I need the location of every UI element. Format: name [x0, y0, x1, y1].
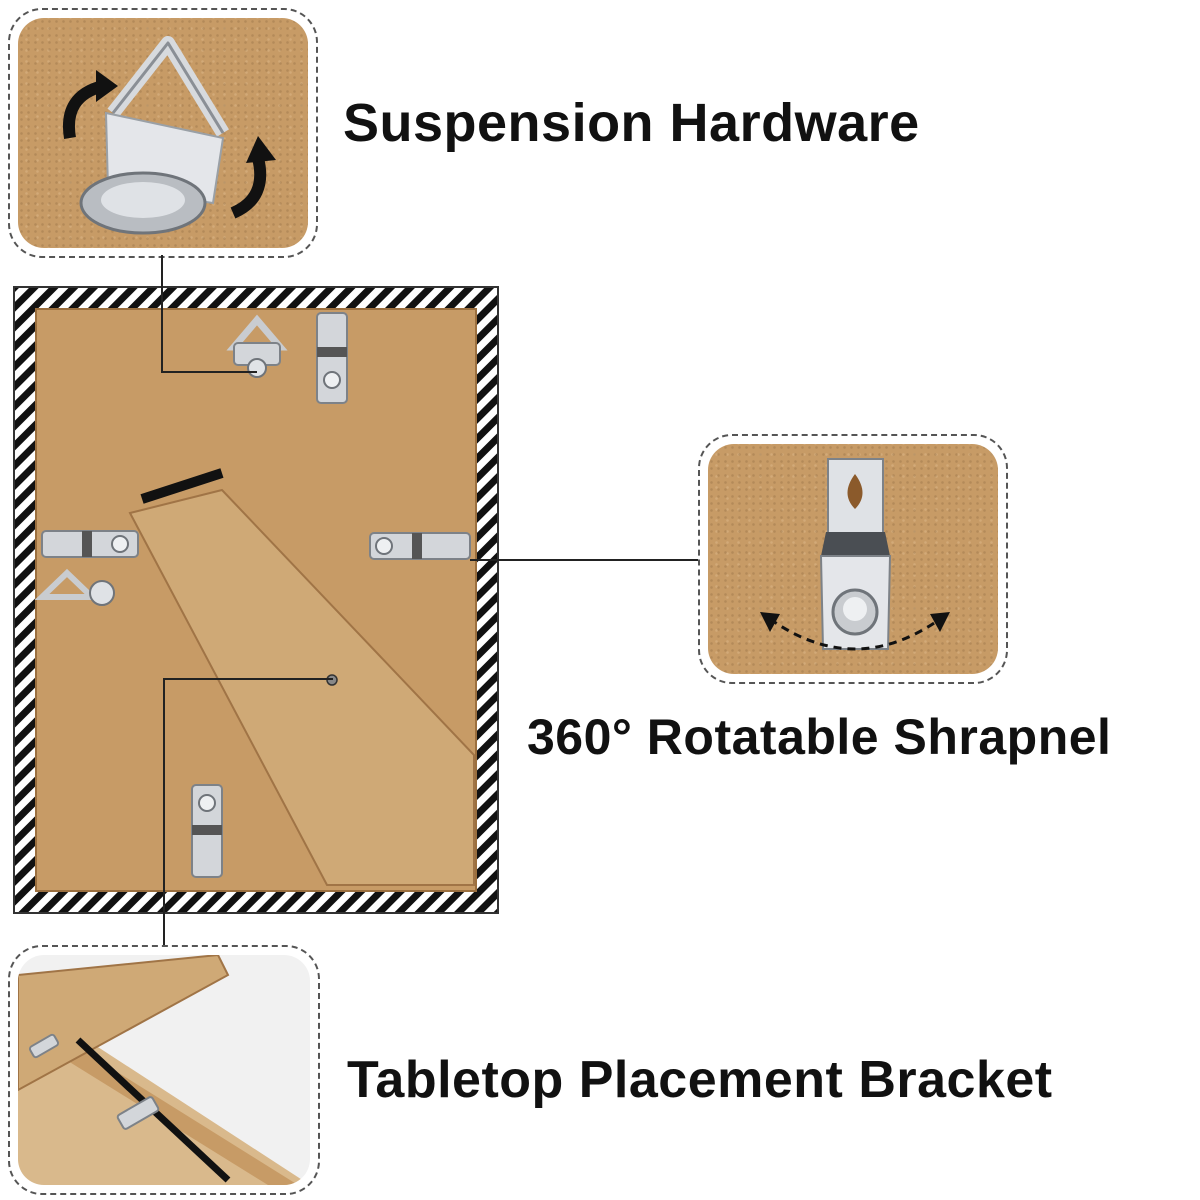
- suspension-hardware-photo: [18, 18, 308, 248]
- tabletop-bracket-photo: [18, 955, 310, 1185]
- tabletop-bracket-inset: [8, 945, 320, 1195]
- easel-stand-icon: [18, 955, 310, 1185]
- tabletop-bracket-label: Tabletop Placement Bracket: [347, 1051, 1053, 1109]
- suspension-hardware-inset: [8, 8, 318, 258]
- tabletop-stand: [128, 488, 475, 886]
- rotatable-shrapnel-inset: [698, 434, 1008, 684]
- leader-suspension-vertical: [161, 255, 163, 373]
- turn-clip-icon: [760, 458, 950, 651]
- bottom-clip: [191, 784, 223, 878]
- top-triangle-hanger: [226, 314, 288, 378]
- frame-back-view: [12, 285, 500, 915]
- leader-suspension-horizontal: [161, 371, 257, 373]
- right-clip: [369, 532, 471, 560]
- top-clip: [316, 312, 348, 404]
- suspension-hardware-label: Suspension Hardware: [343, 93, 920, 153]
- left-clip: [41, 530, 139, 558]
- leader-rotatable: [470, 559, 700, 561]
- leader-tabletop-vertical: [163, 678, 165, 948]
- triangle-hanger-icon: [63, 36, 276, 235]
- rotatable-shrapnel-photo: [708, 444, 998, 674]
- left-triangle-hanger: [34, 568, 115, 606]
- rotatable-shrapnel-label: 360° Rotatable Shrapnel: [527, 709, 1112, 765]
- leader-tabletop-horizontal: [163, 678, 333, 680]
